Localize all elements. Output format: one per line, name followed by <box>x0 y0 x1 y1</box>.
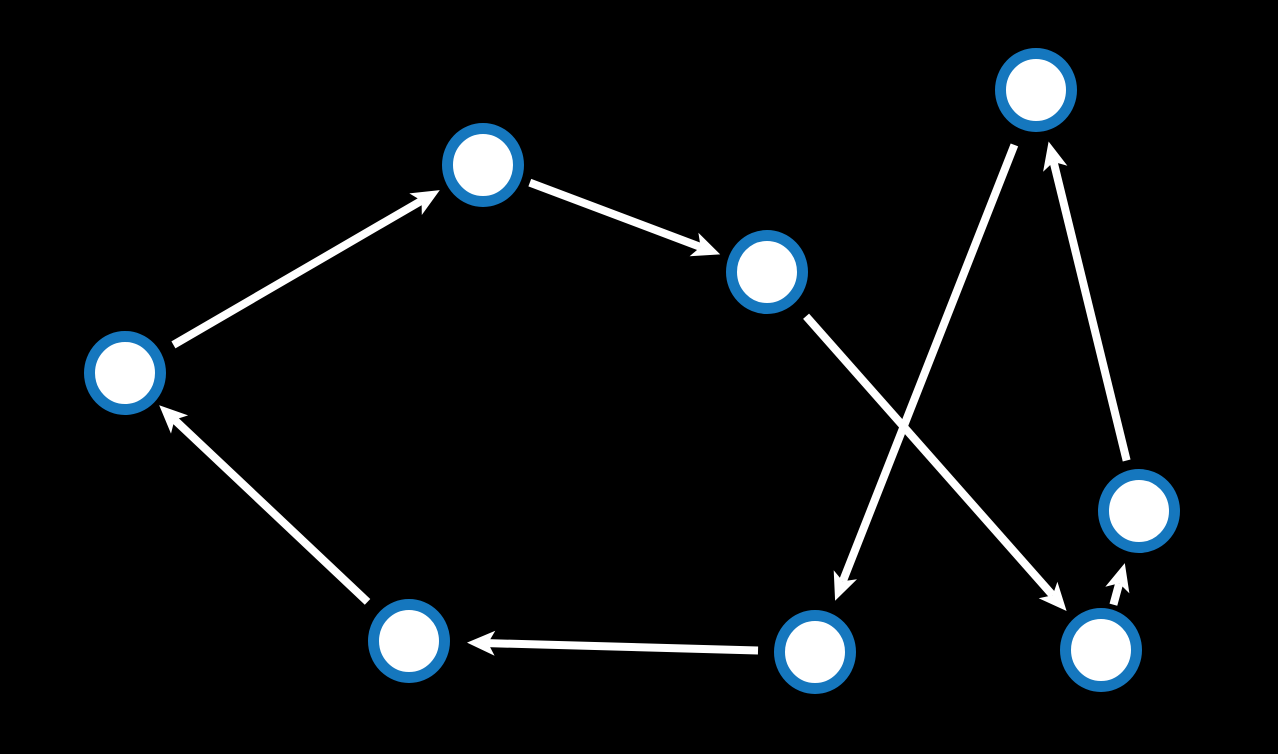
edge-shaft <box>487 639 759 655</box>
node-right <box>1098 469 1180 553</box>
graph-edge-n0-to-n6 <box>833 143 1019 601</box>
edge-shaft <box>839 143 1019 583</box>
edge-shaft <box>171 197 424 349</box>
graph-edge-n1-to-n2 <box>528 178 721 257</box>
arrowhead-icon <box>1043 141 1068 172</box>
arrowhead-icon <box>159 405 189 434</box>
graph-edge-n6-to-n5 <box>467 630 759 656</box>
arrowhead-icon <box>689 232 721 257</box>
node-bottom-left <box>368 599 450 683</box>
graph-edge-n3-to-n1 <box>171 190 440 349</box>
graph-edge-n5-to-n3 <box>159 405 371 605</box>
node-top-right <box>995 48 1077 132</box>
arrowhead-icon <box>409 190 440 215</box>
edge-shaft <box>171 416 371 605</box>
edge-shaft <box>803 313 1056 598</box>
edge-shaft <box>1109 582 1124 606</box>
edge-shaft <box>1049 160 1131 462</box>
graph-edge-n4-to-n0 <box>1043 141 1131 462</box>
node-upper-middle <box>442 123 524 207</box>
node-bottom-middle <box>774 610 856 694</box>
arrowhead-icon <box>1105 563 1130 594</box>
arrowhead-icon <box>467 630 496 656</box>
edge-shaft <box>528 178 702 251</box>
arrowhead-icon <box>1038 581 1067 611</box>
node-bottom-right <box>1060 608 1142 692</box>
node-middle <box>726 230 808 314</box>
node-left <box>84 331 166 415</box>
graph-edge-n2-to-n7 <box>803 313 1067 611</box>
arrowhead-icon <box>833 570 857 601</box>
graph-edge-n7-to-n4 <box>1105 563 1130 606</box>
